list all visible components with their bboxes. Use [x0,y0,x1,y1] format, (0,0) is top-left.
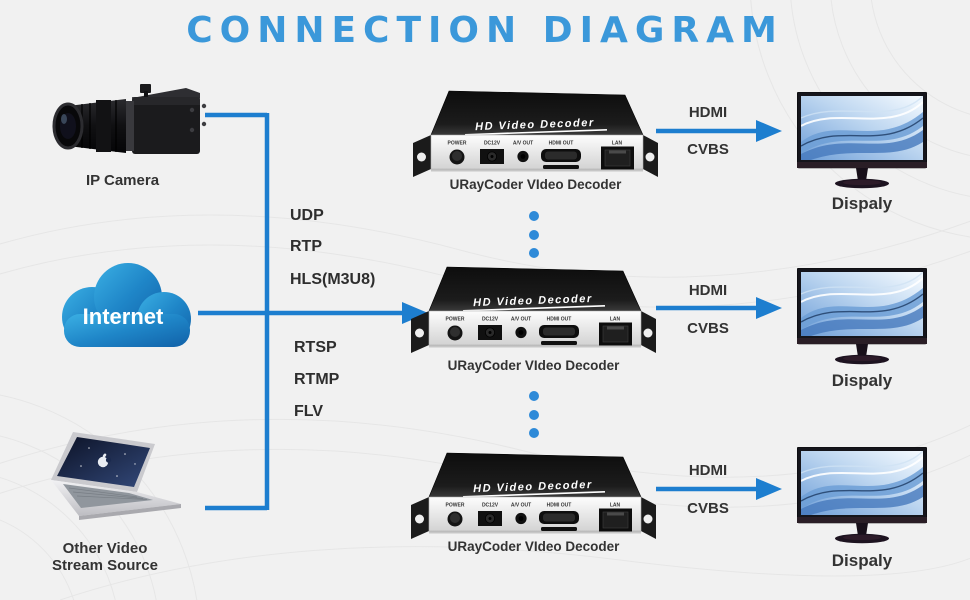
display-label-3: Dispaly [831,551,893,570]
protocol-label-rtmp: RTMP [294,371,340,388]
ellipsis-dots-2 [529,391,539,438]
decoder-device-2 [411,261,656,357]
hdmi-label-1: HDMI [688,104,728,121]
laptop-image [51,432,181,520]
decoder-label-2: URayCoder VIdeo Decoder [447,358,620,373]
protocol-label-rtsp: RTSP [294,339,337,356]
display-label-1: Dispaly [831,194,893,213]
internet-label: Internet [83,304,164,329]
ip-camera-label: IP Camera [85,172,160,189]
hdmi-label-2: HDMI [688,282,728,299]
decoder-label-1: URayCoder VIdeo Decoder [449,177,622,192]
protocol-label-hls: HLS(M3U8) [290,271,376,288]
ellipsis-dots-1 [529,211,539,258]
laptop-label-line1: Other Video [62,540,148,557]
hdmi-arrowhead-1-icon [756,120,782,142]
decoder-label-3: URayCoder VIdeo Decoder [447,539,620,554]
hdmi-label-3: HDMI [688,462,728,479]
protocol-label-rtp: RTP [290,238,322,255]
hdmi-arrowhead-3-icon [756,478,782,500]
cvbs-label-2: CVBS [687,320,729,337]
laptop-label-line2: Stream Source [52,557,158,574]
ip-camera-image [52,84,207,154]
hdmi-arrowhead-2-icon [756,297,782,319]
internet-cloud: Internet [62,263,191,347]
decoder-device-1 [413,85,658,181]
protocol-label-flv: FLV [294,403,324,420]
display-monitor-2 [797,268,927,368]
internet-arrowhead-icon [402,302,428,324]
display-monitor-3 [797,447,927,547]
apple-logo-icon [97,453,112,468]
protocol-label-udp: UDP [290,207,324,224]
cvbs-label-1: CVBS [687,141,729,158]
decoder-device-3 [411,447,656,543]
display-monitor-1 [797,92,927,192]
display-label-2: Dispaly [831,371,893,390]
cvbs-label-3: CVBS [687,500,729,517]
page-title: CONNECTION DIAGRAM [186,10,784,51]
